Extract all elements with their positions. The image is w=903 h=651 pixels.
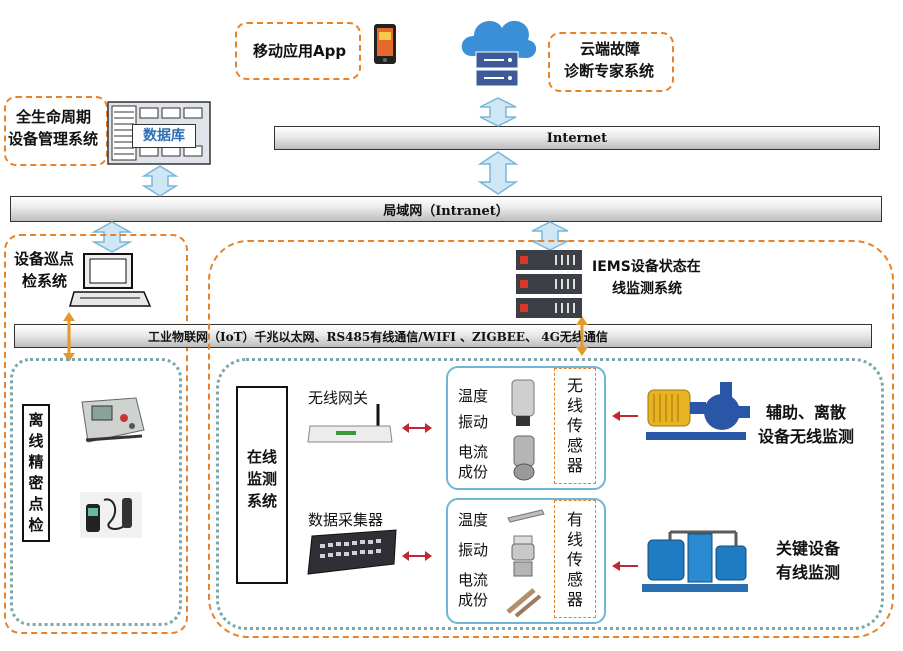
- inspection-line1: 设备巡点: [14, 250, 75, 268]
- aux-line1: 辅助、离散: [766, 403, 847, 422]
- left-panel-box: [4, 234, 188, 634]
- wireless-sensor-icon-1: [511, 379, 535, 426]
- iems-line1: IEMS设备状态在: [592, 259, 701, 275]
- wireless-current-line2: 成份: [458, 463, 489, 481]
- lifecycle-box: [4, 96, 108, 166]
- wireless-gateway-label: 无线网关: [308, 389, 369, 407]
- intranet-label: 局域网（Intranet）: [383, 203, 509, 219]
- iot-label: 工业物联网（IoT）千兆以太网、RS485有线通信/WIFI 、ZIGBEE、 …: [148, 329, 608, 344]
- wireless-sensor-label-box: [554, 368, 596, 484]
- wired-temp-sensor-icon: [507, 509, 545, 523]
- online-dotted-box: [216, 358, 884, 630]
- compressor-icon: [642, 530, 748, 592]
- cloud-server-icon: [461, 20, 537, 87]
- wireless-temp: 温度: [458, 387, 489, 405]
- aux-line2: 设备无线监测: [758, 427, 855, 446]
- red-arrow-pump: [612, 411, 638, 421]
- data-collector-icon: [307, 529, 397, 575]
- iot-bar: 工业物联网（IoT）千兆以太网、RS485有线通信/WIFI 、ZIGBEE、 …: [14, 324, 872, 348]
- wired-temp: 温度: [458, 511, 489, 529]
- data-collector-label: 数据采集器: [308, 511, 384, 529]
- pump-icon: [646, 382, 750, 440]
- wireless-vibration: 振动: [458, 413, 489, 431]
- intranet-bar: 局域网（Intranet）: [10, 196, 882, 222]
- orange-arrow-iems-iot: [576, 316, 588, 356]
- offline-label: 离线精密点检: [28, 411, 44, 534]
- internet-bar: Internet: [274, 126, 880, 150]
- wireless-sensor-label: 无线传感器: [566, 376, 583, 475]
- offline-label-box: [22, 404, 50, 542]
- right-panel-box: [208, 240, 894, 638]
- red-arrow-collector: [402, 551, 432, 561]
- wired-sensor-box: [446, 498, 606, 624]
- double-arrow-cloud-internet: [479, 97, 517, 127]
- double-arrow-intranet-inspection: [91, 221, 133, 253]
- wired-vibration: 振动: [458, 541, 489, 559]
- wired-current-sensor-icon: [506, 588, 542, 618]
- wireless-current-line1: 电流: [458, 443, 489, 461]
- computer-icon: [69, 253, 152, 307]
- cloud-expert-line2: 诊断专家系统: [564, 62, 655, 80]
- cloud-expert-line1: 云端故障: [580, 40, 641, 58]
- mobile-app-label: 移动应用App: [253, 42, 347, 60]
- red-arrow-gateway: [402, 423, 432, 433]
- inspection-line2: 检系统: [22, 272, 68, 290]
- wireless-sensor-icon-2: [513, 435, 535, 481]
- iems-line2: 线监测系统: [612, 281, 682, 297]
- phone-icon: [374, 24, 396, 64]
- wired-vibration-sensor-icon: [511, 535, 535, 577]
- precision-instrument-icon: [81, 397, 145, 443]
- key-line1: 关键设备: [776, 539, 841, 558]
- database-label: 数据库: [132, 124, 196, 148]
- wired-sensor-label-box: [554, 500, 596, 618]
- wired-current-line1: 电流: [458, 571, 489, 589]
- wired-sensor-label: 有线传感器: [566, 510, 583, 609]
- iems-server-icon: [516, 250, 582, 318]
- red-arrow-compressor: [612, 561, 638, 571]
- handheld-meter-icon: [80, 492, 142, 538]
- online-label: 在线监测系统: [246, 448, 277, 510]
- wired-current-line2: 成份: [458, 591, 489, 609]
- wireless-gateway-icon: [307, 404, 393, 443]
- double-arrow-db-intranet: [141, 165, 179, 197]
- internet-label: Internet: [546, 130, 608, 146]
- orange-arrow-inspection-iot: [63, 312, 75, 362]
- mobile-app-box: [235, 22, 361, 80]
- database-server-icon: [107, 101, 211, 165]
- offline-dotted-box: [10, 358, 182, 626]
- double-arrow-internet-intranet: [477, 151, 519, 195]
- lifecycle-line2: 设备管理系统: [8, 130, 99, 148]
- online-label-box: [236, 386, 288, 584]
- key-line2: 有线监测: [776, 563, 841, 582]
- cloud-expert-box: [548, 32, 674, 92]
- lifecycle-line1: 全生命周期: [16, 108, 92, 126]
